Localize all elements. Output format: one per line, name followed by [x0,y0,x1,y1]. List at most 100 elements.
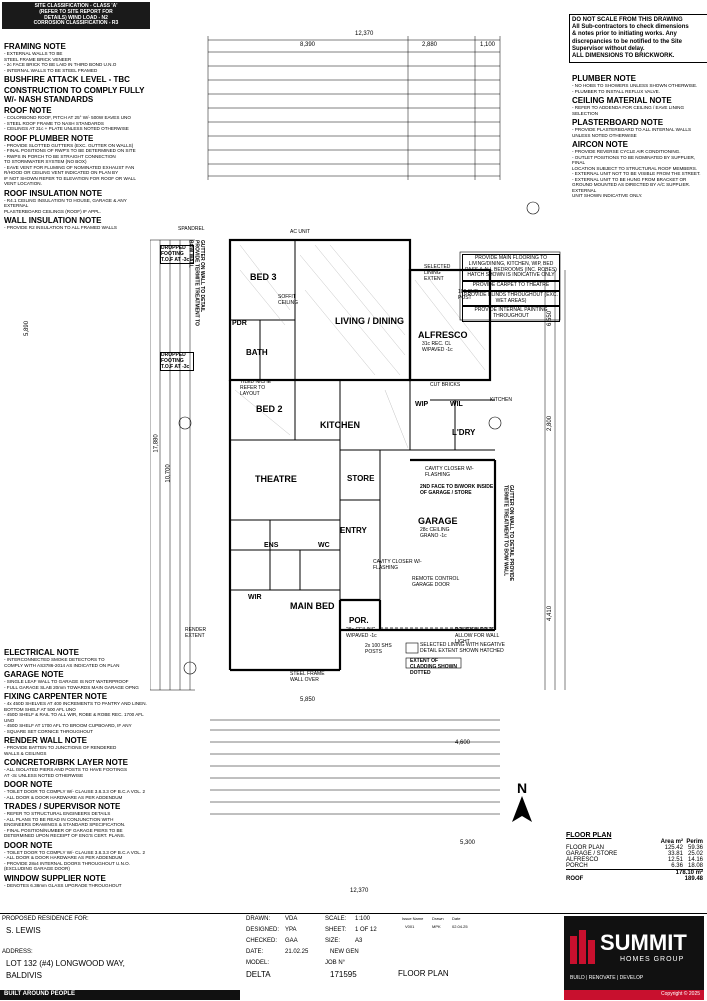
label-kitchen-ref: KITCHEN [490,397,512,403]
note-line: - FINAL POSITIONS OF RWP'S TO BE DETERMI… [4,148,136,153]
note-title: AIRCON NOTE [572,140,628,149]
label-legend-hatched: SELECTED LINING WITH NEGATIVE DETAIL EXT… [420,642,505,654]
sheet-label: SHEET: [325,927,347,933]
note-line: - FULL GARAGE SLAB 20mm TOWARDS MAIN GAR… [4,684,139,690]
room-bed2: BED 2 [256,404,283,414]
note-title: GARAGE NOTE [4,670,64,679]
scale-value: 1:100 [355,916,371,922]
dim-left-total: 17,880 [153,434,160,453]
note-title: TRADES / SUPERVISOR NOTE [4,802,121,811]
dim-left-b: 10,700 [165,464,172,483]
area-row-values: 125.42 59.36 [665,845,703,851]
area-row-values: 33.81 25.02 [668,851,703,857]
note-line: - EXTERNAL UNIT TO BE HUNG FROM BRACKET … [572,176,687,182]
note-line: IF NOT SHOWN REFER TO ELEVATION FOR ROOF… [4,175,136,181]
label-cavity-closer-2: CAVITY CLOSER W/- FLASHING [373,559,422,571]
label-face-bwork: 2ND FACE TO B/WORK INSIDE OF GARAGE / ST… [420,484,494,496]
note-body: - PROVIDE R2 INSULATION TO ALL FRAMED WA… [4,225,150,231]
label-spandrel: SPANDREL [178,226,205,232]
note-line: (EXCLUDING GARAGE DOOR) [4,866,70,871]
note-line: - ALL ISOLATED PIERS AND POSTS TO HAVE F… [4,767,128,772]
room-garage-sub: 28c CEILING GRANO -1c [420,527,450,539]
dim-top-b: 2,880 [422,42,438,48]
footer-left-text: BUILT AROUND PEOPLE [4,991,76,997]
room-porch: POR. [349,616,369,625]
note-line: - PROVIDE 28x4 INTERNAL DOORS THROUGHOUT… [4,860,131,866]
site-class-line1: SITE CLASSIFICATION - CLASS 'A' [34,3,118,9]
note-body: - REFER TO STRUCTURAL ENGINEERS DETAILS-… [4,811,150,839]
note-line: - EXTERNAL WALLS TO BE [4,51,63,56]
note-title: PLUMBER NOTE [572,74,636,83]
note-line: - PLUMBER TO INSTALL REFLUX VALVE. [572,88,660,94]
room-alfresco: ALFRESCO [418,330,468,340]
room-garage: GARAGE [418,516,458,526]
note-line: - ALL DOOR & DOOR HARDWARE AS PER ADDEND… [4,855,123,860]
note-body: - COLORBOND ROOF, PITCH AT 25° W/- 500W … [4,115,150,132]
note-title: DOOR NOTE [4,840,53,850]
dim-top-total: 12,370 [355,31,374,37]
dim-bottom-c: 5,300 [460,840,476,846]
note-title: BUSHFIRE ATTACK LEVEL - TBC [4,75,130,84]
note-body: - 4x 450D SHELVES AT 400 INCREMENTS TO P… [4,701,150,734]
note-body: - PROVIDE BATTEN TO JUNCTIONS OF RENDERE… [4,745,150,756]
dim-right-c: 4,410 [547,605,554,621]
brand-tag: BUILD | RENOVATE | DEVELOP [570,975,644,981]
note-line: - SQUARE SET CORNICE THROUGHOUT [4,728,93,734]
note-line: PLASTERBOARD CEILINGS (ROOF) IF APPL. [4,208,101,214]
note-title: ROOF INSULATION NOTE [4,188,103,198]
note-line: ENGINEERS DRAWINGS & STANDARD SPECIFICAT… [4,822,126,827]
note-title: CONSTRUCTION TO COMPLY FULLY W/- NASH ST… [4,86,145,104]
dim-top-a: 8,390 [300,42,316,48]
label-cavity-closer-1: CAVITY CLOSER W/- FLASHING [425,466,474,478]
warning-line: All Sub-contractors to check dimensions [572,24,689,31]
flooring-note: PROVIDE INTERNAL PAINTING THROUGHOUT [462,306,560,322]
note-line: - PROVIDE SLOTTED GUTTERS (EXC. GUTTER O… [4,142,134,148]
note-line: - COLORBOND ROOF, PITCH AT 25° W/- 500W … [4,115,131,120]
label-shs-post: 100 SHS POST [458,289,479,301]
warning-line: DO NOT SCALE FROM THIS DRAWING [572,17,683,23]
site-class-line2: (REFER TO SITE REPORT FOR [39,8,113,15]
issue-header-2: Drawn [432,916,444,921]
roof-value: 189.48 [684,876,703,882]
site-class-line4: CORROSION CLASSIFICATION - R3 [33,20,119,27]
address-line2: BALDIVIS [6,971,43,980]
note-line: UNLESS NOTED OTHERWISE [572,132,637,138]
note-line: - CEILINGS AT 31c + PLATE UNLESS NOTED O… [4,126,129,131]
area-row-values: 6.36 18.08 [671,863,703,869]
drawn-label: DRAWN: [246,916,271,922]
note-body: - R4.1 CEILING INSULATION TO HOUSE, GARA… [4,198,150,215]
room-ldry: L'DRY [452,428,476,437]
left-notes-bottom: ELECTRICAL NOTE- INTERCONNECTED SMOKE DE… [4,646,150,888]
note-line: - 450D SHELF AT 1700 AFL TO BROOM CUPBOA… [4,723,132,728]
note-line: - 450D SHELF & RAIL TO ALL WIR, ROBE & R… [4,712,144,723]
note-title: RENDER WALL NOTE [4,736,87,745]
sheet-title: FLOOR PLAN [398,969,449,978]
right-notes: PLUMBER NOTE- NO HOBS TO SHOWERS UNLESS … [572,72,704,199]
note-line: - REFER TO ADDENDA FOR CEILING / EAVE LI… [572,105,685,116]
north-arrow-icon [512,796,532,822]
area-col-perim: Perim [686,839,703,845]
note-line: - INTERNAL WALLS TO BE STEEL FRAMED [4,67,98,73]
north-label: N [516,780,528,796]
note-line: R/HOOD OR CEILING VENT INDICATED ON PLAN… [4,170,119,175]
note-body: - NO HOBS TO SHOWERS UNLESS SHOWN OTHERW… [572,83,704,94]
note-body: - TOILET DOOR TO COMPLY W/- CLAUSE 3.8.3… [4,789,150,800]
area-row-area: 6.36 [671,863,683,869]
designed-value: YPA [285,927,297,933]
sheet-value: 1 OF 12 [355,927,377,933]
room-bed3: BED 3 [250,272,277,282]
note-body: - TOILET DOOR TO COMPLY W/- CLAUSE 3.8.3… [4,850,150,872]
brand-name: SUMMIT [600,930,687,955]
room-alfresco-sub: 31c REC. CL W/PAVED -1c [422,341,453,353]
label-dropped-footing-1: DROPPED FOOTING T.O.F AT -3c [160,245,194,265]
dim-bottom-a: 5,850 [300,697,316,703]
note-line: - OUTLET POSITIONS TO BE NOMINATED BY SU… [572,154,696,166]
dim-bottom-total: 12,370 [350,888,369,894]
flooring-notes: PROVIDE MAIN FLOORING TO LIVING/DINING, … [462,254,560,322]
note-line: - TOILET DOOR TO COMPLY W/- CLAUSE 3.8.3… [4,789,146,794]
note-title: FRAMING NOTE [4,42,66,51]
area-row-name: ALFRESCO [566,857,599,863]
